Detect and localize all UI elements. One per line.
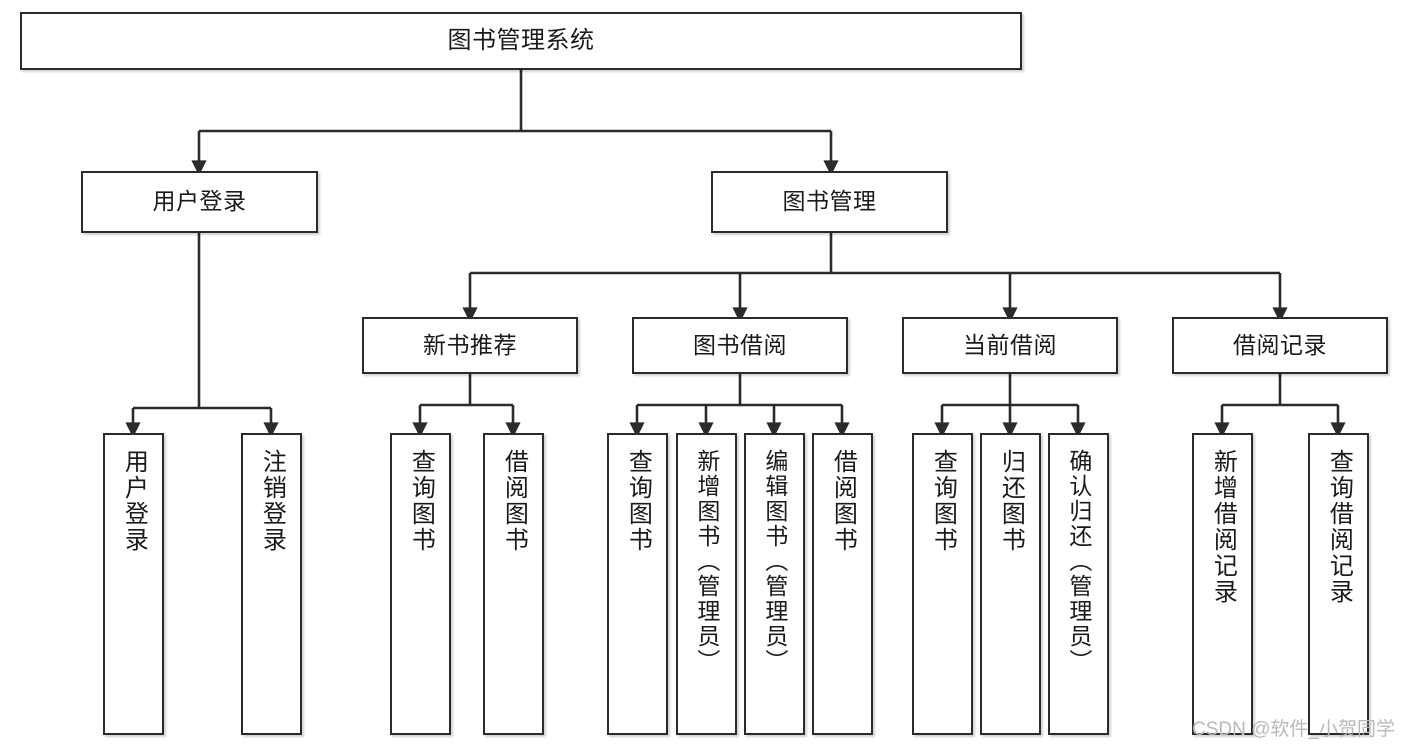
node-root-system[interactable]: 图书管理系统	[20, 12, 1022, 70]
node-leaf-query-book-1-label: 查询图书	[407, 449, 435, 553]
node-leaf-user-logout-label: 注销登录	[258, 449, 286, 553]
node-leaf-confirm-return-label: 确认归还（管理员）	[1065, 449, 1092, 674]
node-leaf-edit-book-label: 编辑图书（管理员）	[761, 449, 788, 674]
node-leaf-add-book[interactable]: 新增图书（管理员）	[676, 433, 737, 735]
node-leaf-query-record-label: 查询借阅记录	[1325, 449, 1353, 605]
node-leaf-query-book-2-label: 查询图书	[624, 449, 652, 553]
node-current-borrow-label: 当前借阅	[963, 331, 1057, 358]
node-leaf-user-login[interactable]: 用户登录	[103, 433, 164, 735]
node-leaf-return-book[interactable]: 归还图书	[980, 433, 1041, 735]
node-new-book-recommend[interactable]: 新书推荐	[362, 317, 578, 374]
node-book-manage[interactable]: 图书管理	[711, 171, 948, 233]
node-borrow-record-label: 借阅记录	[1233, 331, 1327, 358]
node-borrow-record[interactable]: 借阅记录	[1172, 317, 1388, 374]
node-leaf-return-book-label: 归还图书	[997, 449, 1025, 553]
node-leaf-borrow-book-2-label: 借阅图书	[829, 449, 857, 553]
node-user-login[interactable]: 用户登录	[81, 171, 318, 233]
node-leaf-query-book-1[interactable]: 查询图书	[390, 433, 451, 735]
node-leaf-add-record[interactable]: 新增借阅记录	[1192, 433, 1253, 735]
node-book-borrow-label: 图书借阅	[693, 331, 787, 358]
node-book-borrow[interactable]: 图书借阅	[632, 317, 848, 374]
node-leaf-add-record-label: 新增借阅记录	[1209, 449, 1237, 605]
node-leaf-confirm-return[interactable]: 确认归还（管理员）	[1048, 433, 1109, 735]
node-leaf-add-book-label: 新增图书（管理员）	[693, 449, 720, 674]
node-leaf-query-record[interactable]: 查询借阅记录	[1308, 433, 1369, 735]
node-leaf-borrow-book-2[interactable]: 借阅图书	[812, 433, 873, 735]
node-leaf-query-book-3-label: 查询图书	[929, 449, 957, 553]
node-leaf-user-logout[interactable]: 注销登录	[241, 433, 302, 735]
node-user-login-label: 用户登录	[152, 188, 247, 215]
node-leaf-edit-book[interactable]: 编辑图书（管理员）	[744, 433, 805, 735]
node-leaf-query-book-2[interactable]: 查询图书	[607, 433, 668, 735]
node-book-manage-label: 图书管理	[782, 188, 877, 215]
node-leaf-query-book-3[interactable]: 查询图书	[912, 433, 973, 735]
node-root-system-label: 图书管理系统	[447, 26, 595, 54]
node-new-book-recommend-label: 新书推荐	[423, 331, 517, 358]
node-leaf-user-login-label: 用户登录	[120, 449, 148, 553]
csdn-watermark: CSDN @软件_小贺同学	[1192, 719, 1395, 740]
node-leaf-borrow-book-1[interactable]: 借阅图书	[483, 433, 544, 735]
node-leaf-borrow-book-1-label: 借阅图书	[500, 449, 528, 553]
node-current-borrow[interactable]: 当前借阅	[902, 317, 1118, 374]
